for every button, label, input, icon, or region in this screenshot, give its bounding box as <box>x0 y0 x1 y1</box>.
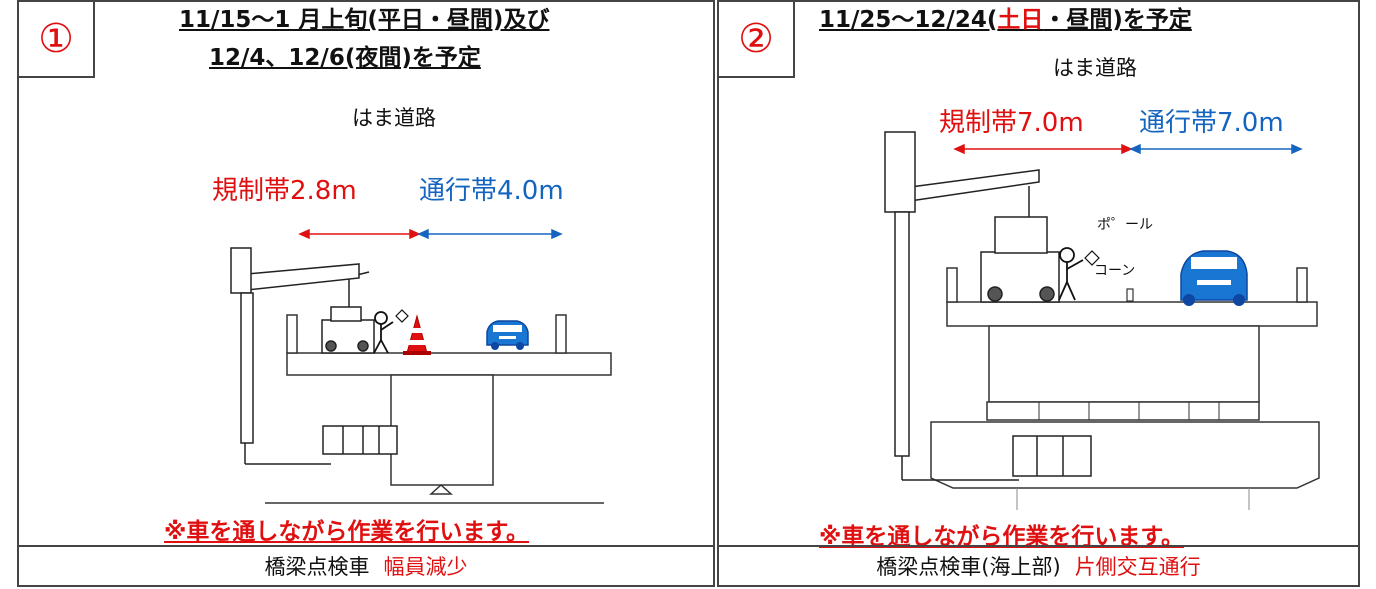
footer-note: 幅員減少 <box>383 555 468 579</box>
title-weekend: 土日 <box>997 7 1044 33</box>
road-name: はま道路 <box>352 106 436 130</box>
safety-warning: ※車を通しながら作業を行います。 <box>164 519 530 545</box>
cone-label: コーン <box>1094 263 1136 279</box>
pole-marker <box>1126 288 1134 302</box>
traffic-arrow <box>1129 143 1303 155</box>
traffic-lane-label: 通行帯7.0m <box>1139 108 1284 138</box>
road-name: はま道路 <box>1053 56 1137 80</box>
panel-number: ② <box>719 2 795 78</box>
car-icon <box>486 320 529 350</box>
bridge-pier <box>988 325 1260 403</box>
footer-note: 片側交互通行 <box>1074 555 1201 579</box>
title-suffix: ・昼間)を予定 <box>1043 7 1192 33</box>
title-prefix: 11/25〜12/24( <box>819 7 998 33</box>
footer-caption: 橋梁点検車 幅員減少 <box>19 545 713 585</box>
footer-main: 橋梁点検車(海上部) <box>876 555 1061 579</box>
bridge-deck <box>946 301 1318 327</box>
bridge-inspection-diagram-1 <box>230 228 612 504</box>
parapet-left <box>946 267 958 303</box>
worker-figure <box>373 309 409 354</box>
pier-cap <box>986 401 1260 421</box>
crane-arm <box>230 247 398 465</box>
parapet-right <box>555 314 567 354</box>
car-icon <box>1180 250 1248 306</box>
crane-mast <box>884 131 1092 481</box>
regulation-zone-label: 規制帯2.8m <box>212 176 357 206</box>
traffic-cone <box>403 314 431 355</box>
inspection-truck <box>321 271 375 354</box>
bridge-inspection-diagram-2 <box>884 131 1320 510</box>
panel-1: ① 11/15〜1 月上旬(平日・昼間)及び 12/4、12/6(夜間)を予定 … <box>17 0 715 587</box>
panel-title: 11/25〜12/24(土日・昼間)を予定 <box>819 4 1192 37</box>
panel-number: ① <box>19 2 95 78</box>
worker-figure <box>1058 247 1100 301</box>
regulation-arrow <box>953 143 1133 155</box>
footer-main: 橋梁点検車 <box>264 555 370 579</box>
pier-footing <box>930 421 1320 489</box>
footer-caption: 橋梁点検車(海上部) 片側交互通行 <box>719 545 1358 585</box>
traffic-lane-label: 通行帯4.0m <box>419 176 564 206</box>
inspection-truck <box>902 169 1060 303</box>
regulation-arrow <box>298 228 421 240</box>
pole-label: ポ゜ール <box>1097 217 1153 233</box>
panel-title-line2: 12/4、12/6(夜間)を予定 <box>209 45 481 71</box>
parapet-left <box>286 314 298 354</box>
bridge-pier <box>390 374 494 486</box>
bridge-deck <box>286 352 612 376</box>
traffic-arrow <box>417 228 563 240</box>
parapet-right <box>1296 267 1308 303</box>
bearing <box>429 483 453 495</box>
panel-title-line1: 11/15〜1 月上旬(平日・昼間)及び <box>179 7 550 33</box>
regulation-zone-label: 規制帯7.0m <box>939 108 1084 138</box>
panel-2: ② 11/25〜12/24(土日・昼間)を予定 はま道路 規制帯7.0m 通行帯… <box>717 0 1360 587</box>
